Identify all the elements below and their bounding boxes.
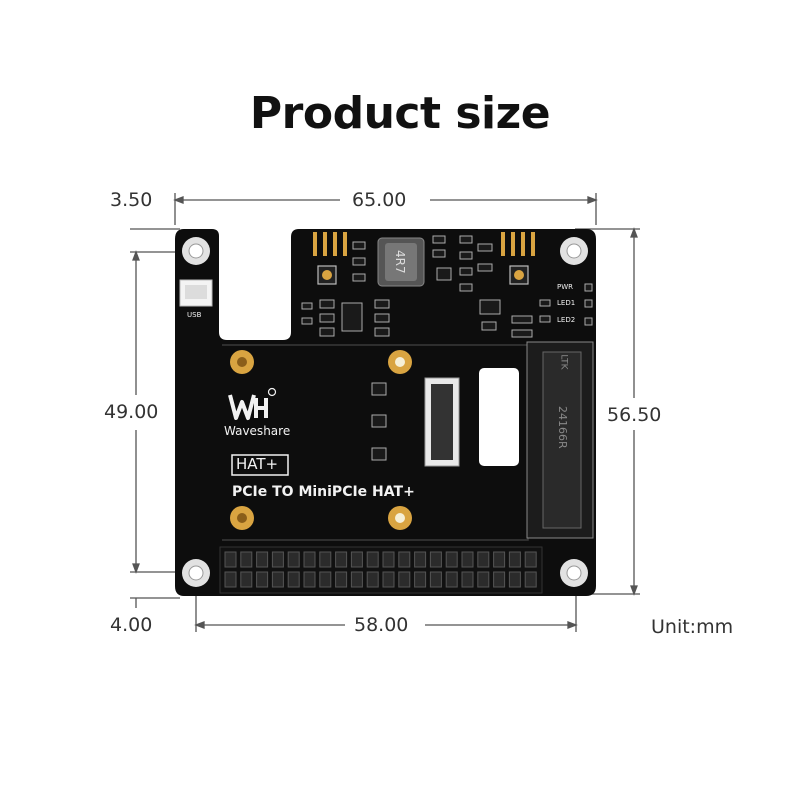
- gpio-pin: [350, 571, 363, 588]
- gpio-pin: [398, 571, 411, 588]
- gpio-pin: [335, 571, 348, 588]
- led-label-led1: LED1: [557, 299, 576, 307]
- inductor-icon: [377, 237, 425, 287]
- led-label-pwr: PWR: [557, 283, 574, 291]
- gpio-pin: [319, 551, 332, 568]
- gpio-header: [219, 546, 543, 594]
- gpio-pin: [461, 551, 474, 568]
- dim-left-height: 49.00: [104, 401, 159, 423]
- hat-badge-frame: [231, 454, 289, 476]
- usb-connector-icon: [179, 279, 213, 307]
- gpio-pin: [366, 571, 379, 588]
- gpio-pin: [256, 551, 269, 568]
- gpio-pin: [287, 571, 300, 588]
- gpio-pin: [303, 551, 316, 568]
- gold-fingers: [313, 232, 535, 256]
- gpio-pin: [414, 571, 427, 588]
- mounting-holes: [182, 237, 588, 587]
- gpio-pin: [271, 551, 284, 568]
- gpio-pin: [508, 551, 521, 568]
- gpio-pin: [461, 571, 474, 588]
- board-cutout: [479, 368, 519, 466]
- mini-pcie-slot-icon: [526, 341, 594, 539]
- led-label-led2: LED2: [557, 316, 576, 324]
- brand-label: Waveshare: [224, 424, 291, 438]
- fpc-connector-icon: [424, 377, 460, 467]
- gpio-pin: [508, 571, 521, 588]
- gpio-pin: [382, 571, 395, 588]
- dim-bottom-width: 58.00: [354, 614, 409, 636]
- gpio-pin: [445, 551, 458, 568]
- gpio-pin: [477, 551, 490, 568]
- dim-top-width: 65.00: [352, 189, 407, 211]
- gpio-pin: [350, 551, 363, 568]
- gpio-pin: [335, 551, 348, 568]
- gpio-pin: [493, 551, 506, 568]
- slot-marking: 24166R: [556, 406, 569, 449]
- gpio-pin: [429, 571, 442, 588]
- gpio-pin: [319, 571, 332, 588]
- gpio-pin: [445, 571, 458, 588]
- dim-top-left-offset: 3.50: [110, 189, 153, 211]
- slot-marking-top: LTK: [558, 354, 569, 370]
- gpio-pin: [287, 551, 300, 568]
- gpio-pin: [303, 571, 316, 588]
- hat-badge: HAT+: [236, 455, 279, 473]
- gpio-pin: [256, 571, 269, 588]
- gpio-pin: [477, 571, 490, 588]
- dim-bottom-left-offset: 4.00: [110, 614, 153, 636]
- antenna-connector-icon: [317, 265, 529, 285]
- gpio-pin: [240, 571, 253, 588]
- page-title: Product size: [249, 88, 551, 139]
- gpio-pin: [398, 551, 411, 568]
- smd-components: [301, 235, 593, 461]
- unit-label: Unit:mm: [651, 616, 734, 638]
- product-name-label: PCIe TO MiniPCIe HAT+: [232, 484, 415, 500]
- gpio-pin: [429, 551, 442, 568]
- waveshare-logo-icon: [228, 387, 277, 420]
- gpio-pin: [524, 551, 537, 568]
- gold-standoffs: [230, 350, 412, 530]
- gpio-pin: [271, 571, 284, 588]
- gpio-pin: [224, 551, 237, 568]
- gpio-pin: [366, 551, 379, 568]
- gpio-pin: [224, 571, 237, 588]
- pcb-board: [175, 229, 596, 596]
- gpio-pin: [240, 551, 253, 568]
- gpio-pin: [414, 551, 427, 568]
- inductor-marking: 4R7: [393, 250, 407, 274]
- gpio-pin: [493, 571, 506, 588]
- dim-right-height: 56.50: [607, 404, 662, 426]
- gpio-pin: [524, 571, 537, 588]
- usb-label: USB: [187, 311, 202, 319]
- gpio-pin: [382, 551, 395, 568]
